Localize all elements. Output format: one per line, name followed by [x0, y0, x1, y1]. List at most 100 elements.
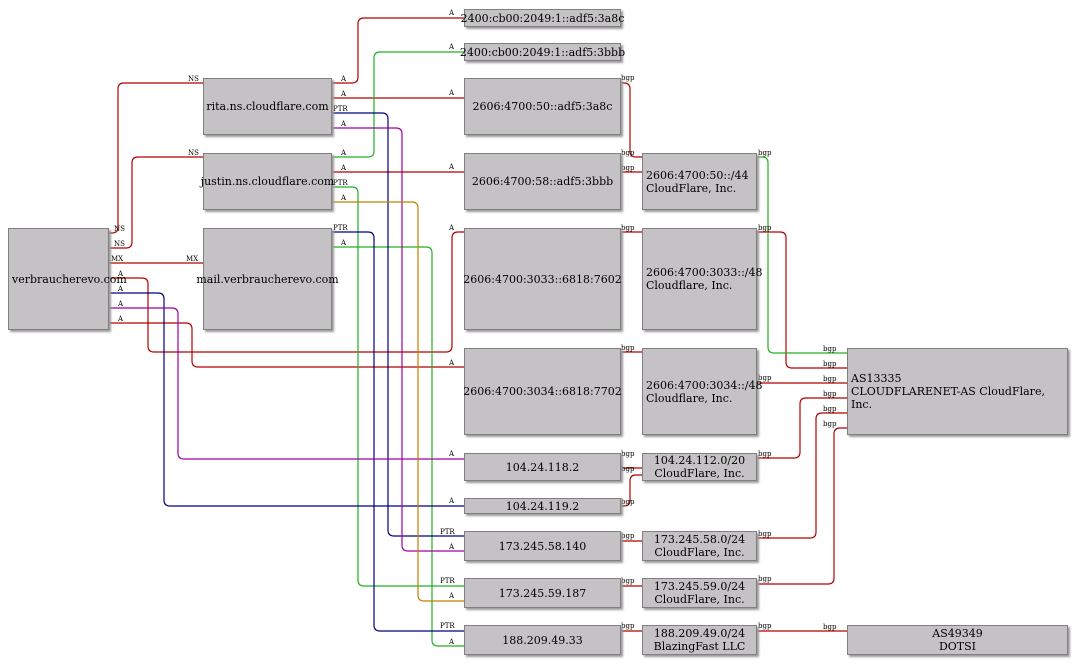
label-bgp-13: bgp: [758, 224, 772, 232]
label-ns-1: NS: [114, 225, 125, 233]
label-a-18: A: [448, 450, 455, 458]
label-mx-2: MX: [186, 255, 198, 263]
label-a-4: A: [117, 315, 124, 323]
node-ip4-a-label: 104.24.118.2: [505, 460, 580, 474]
node-prefix-b[interactable]: 2606:4700:3033::/48 Cloudflare, Inc.: [642, 228, 763, 330]
edges-red: [108, 17, 848, 632]
label-a-11: A: [340, 239, 347, 247]
label-bgp-1: bgp: [621, 74, 635, 82]
node-ip6-a[interactable]: 2400:cb00:2049:1::adf5:3a8c: [461, 9, 624, 27]
node-prefix-e[interactable]: 173.245.58.0/24 CloudFlare, Inc.: [642, 531, 757, 561]
node-prefix-a-label: 2606:4700:50::/44 CloudFlare, Inc.: [646, 168, 749, 195]
node-ip4-d[interactable]: 173.245.59.187: [464, 578, 621, 608]
label-bgp-10: bgp: [621, 577, 635, 585]
label-a-3: A: [117, 300, 124, 308]
label-ptr-2: PTR: [333, 179, 348, 187]
label-bgp-14: bgp: [758, 374, 772, 382]
label-a-10: A: [340, 194, 347, 202]
edge-ip6c-pfx-a: [621, 82, 643, 158]
label-a-1: A: [117, 270, 124, 278]
label-a-8: A: [340, 149, 347, 157]
node-ns-rita-label: rita.ns.cloudflare.com: [206, 100, 329, 113]
label-ns-3: NS: [188, 75, 199, 83]
label-a-15: A: [448, 163, 455, 171]
label-a-2: A: [117, 285, 124, 293]
node-mail[interactable]: mail.verbraucherevo.com: [196, 228, 339, 330]
label-bgp-9: bgp: [621, 532, 635, 540]
edge-mail-ip4e: [331, 246, 465, 647]
label-a-17: A: [448, 359, 455, 367]
label-bgp-19: bgp: [823, 345, 837, 353]
node-prefix-c[interactable]: 2606:4700:3034::/48 Cloudflare, Inc.: [642, 348, 763, 435]
node-prefix-f[interactable]: 173.245.59.0/24 CloudFlare, Inc.: [642, 578, 757, 608]
node-ip6-e[interactable]: 2606:4700:3033::6818:7602: [463, 228, 622, 330]
node-prefix-a[interactable]: 2606:4700:50::/44 CloudFlare, Inc.: [642, 153, 757, 210]
node-as49349[interactable]: AS49349 DOTSI: [847, 625, 1068, 655]
edge-rita-ip4c: [331, 127, 465, 552]
label-bgp-23: bgp: [823, 405, 837, 413]
edge-pfx-d-as13335: [756, 397, 848, 459]
label-ptr-3: PTR: [333, 224, 348, 232]
label-ns-4: NS: [188, 149, 199, 157]
node-ip4-c-label: 173.245.58.140: [498, 539, 587, 553]
node-ip4-e[interactable]: 188.209.49.33: [464, 625, 621, 655]
node-ip6-c-label: 2606:4700:50::adf5:3a8c: [472, 100, 613, 113]
node-ns-justin-label: justin.ns.cloudflare.com: [200, 175, 335, 188]
label-bgp-16: bgp: [758, 530, 772, 538]
node-domain[interactable]: verbraucherevo.com: [8, 228, 127, 330]
edge-mail-ptr-ip4e: [331, 231, 465, 632]
label-bgp-20: bgp: [823, 360, 837, 368]
node-as49349-label: AS49349 DOTSI: [932, 627, 983, 653]
node-prefix-e-label: 173.245.58.0/24 CloudFlare, Inc.: [653, 533, 746, 559]
label-a-20: A: [448, 543, 455, 551]
node-ip6-c[interactable]: 2606:4700:50::adf5:3a8c: [464, 78, 621, 135]
edge-justin-ip6b: [331, 51, 465, 158]
node-ip6-b[interactable]: 2400:cb00:2049:1::adf5:3bbb: [460, 43, 625, 61]
edge-domain-ns-justin: [108, 156, 204, 249]
node-ns-rita[interactable]: rita.ns.cloudflare.com: [203, 78, 332, 135]
edges-magenta: [108, 127, 465, 552]
label-bgp-24: bgp: [823, 420, 837, 428]
node-domain-label: verbraucherevo.com: [12, 272, 127, 286]
label-bgp-15: bgp: [758, 450, 772, 458]
label-ptr-1: PTR: [333, 105, 348, 113]
node-prefix-f-label: 173.245.59.0/24 CloudFlare, Inc.: [653, 580, 746, 606]
edge-justin-ip4d: [331, 201, 465, 602]
node-prefix-b-label: 2606:4700:3033::/48 Cloudflare, Inc.: [646, 266, 763, 292]
edge-labels: NS NS MX MX A A A A NS NS A A PTR A A A …: [111, 9, 837, 646]
label-bgp-8: bgp: [621, 498, 635, 506]
node-ip4-a[interactable]: 104.24.118.2: [464, 453, 621, 481]
label-bgp-18: bgp: [758, 622, 772, 630]
label-a-5: A: [340, 75, 347, 83]
label-a-16: A: [448, 224, 455, 232]
edges-green: [331, 51, 848, 647]
label-a-12: A: [448, 9, 455, 17]
edge-rita-ptr-ip4c: [331, 112, 465, 537]
label-ptr-4: PTR: [440, 528, 455, 536]
node-prefix-c-label: 2606:4700:3034::/48 Cloudflare, Inc.: [646, 378, 763, 405]
node-ip6-a-label: 2400:cb00:2049:1::adf5:3a8c: [460, 11, 625, 25]
node-prefix-d-label: 104.24.112.0/20 CloudFlare, Inc.: [653, 454, 746, 480]
edge-domain-ip6e: [108, 231, 465, 353]
node-ip6-b-label: 2400:cb00:2049:1::adf5:3bbb: [459, 45, 626, 59]
edge-pfx-b-as13335: [756, 231, 848, 369]
node-ip4-c[interactable]: 173.245.58.140: [464, 531, 621, 561]
edge-domain-ip4b: [108, 292, 465, 507]
node-prefix-d[interactable]: 104.24.112.0/20 CloudFlare, Inc.: [642, 453, 757, 481]
node-ip4-e-label: 188.209.49.33: [502, 633, 583, 647]
node-ip4-d-label: 173.245.59.187: [498, 586, 587, 600]
node-ip6-d[interactable]: 2606:4700:58::adf5:3bbb: [464, 153, 621, 210]
edge-domain-ip4a: [108, 307, 465, 460]
label-a-14: A: [448, 89, 455, 97]
label-bgp-25: bgp: [823, 623, 837, 631]
edges-orange: [331, 201, 465, 602]
node-ip4-b[interactable]: 104.24.119.2: [464, 498, 621, 514]
label-bgp-6: bgp: [621, 450, 635, 458]
node-ip6-f[interactable]: 2606:4700:3034::6818:7702: [463, 348, 622, 435]
label-ns-2: NS: [114, 240, 125, 248]
node-ns-justin[interactable]: justin.ns.cloudflare.com: [200, 153, 335, 210]
node-as13335[interactable]: AS13335 CLOUDFLARENET-AS CloudFlare, Inc…: [847, 348, 1068, 435]
edge-rita-ip6a: [331, 17, 465, 84]
node-prefix-g[interactable]: 188.209.49.0/24 BlazingFast LLC: [642, 625, 757, 655]
